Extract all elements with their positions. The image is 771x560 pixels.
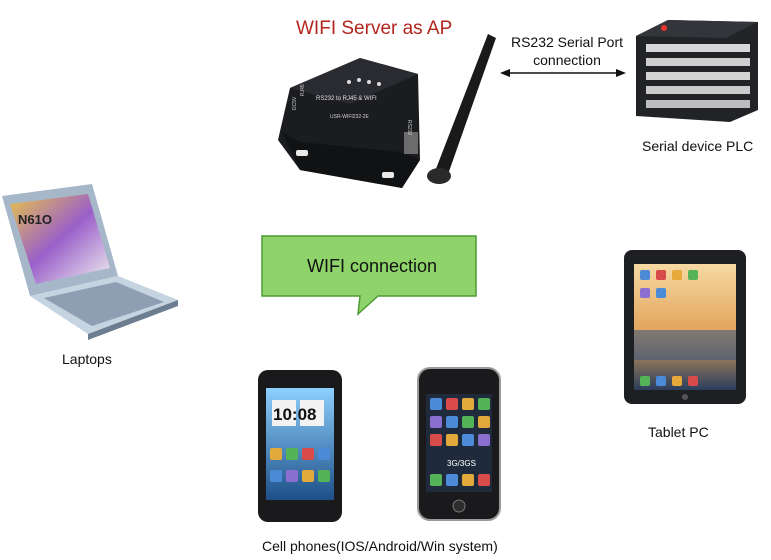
server-port-dc-label: DC5V (292, 96, 298, 110)
tablet-label: Tablet PC (648, 424, 709, 440)
antenna-icon (427, 34, 496, 184)
laptop-screen-logo: N61O (18, 212, 52, 227)
phones-label: Cell phones(IOS/Android/Win system) (262, 538, 498, 554)
iphone-screen-badge: 3G/3GS (447, 459, 476, 468)
plc-label: Serial device PLC (642, 138, 754, 154)
server-port-rj45-label: RJ45 (300, 84, 306, 96)
android-phone-device (258, 370, 342, 522)
server-model-text: RS232 to RJ45 & WIFI (316, 96, 377, 102)
server-port-rs232-label: RS232 (406, 120, 412, 136)
android-phone-clock: 10:08 (273, 405, 316, 424)
diagram-title: WIFI Server as AP (296, 18, 453, 39)
rs232-double-arrow (500, 69, 626, 77)
iphone-device (417, 367, 501, 521)
laptop-label: Laptops (62, 351, 112, 367)
wifi-speech-bubble (261, 235, 477, 316)
wifi-connection-label: WIFI connection (306, 256, 438, 276)
wifi-server-device (278, 58, 420, 188)
rs232-label-line2: connection (533, 52, 601, 68)
server-part-number: USR-WIFI232-2E (330, 114, 370, 120)
rs232-connection-label: RS232 Serial Port connection (492, 33, 642, 69)
laptop-device (2, 184, 178, 340)
tablet-device (624, 250, 746, 404)
plc-device (636, 20, 758, 122)
rs232-label-line1: RS232 Serial Port (510, 34, 624, 50)
